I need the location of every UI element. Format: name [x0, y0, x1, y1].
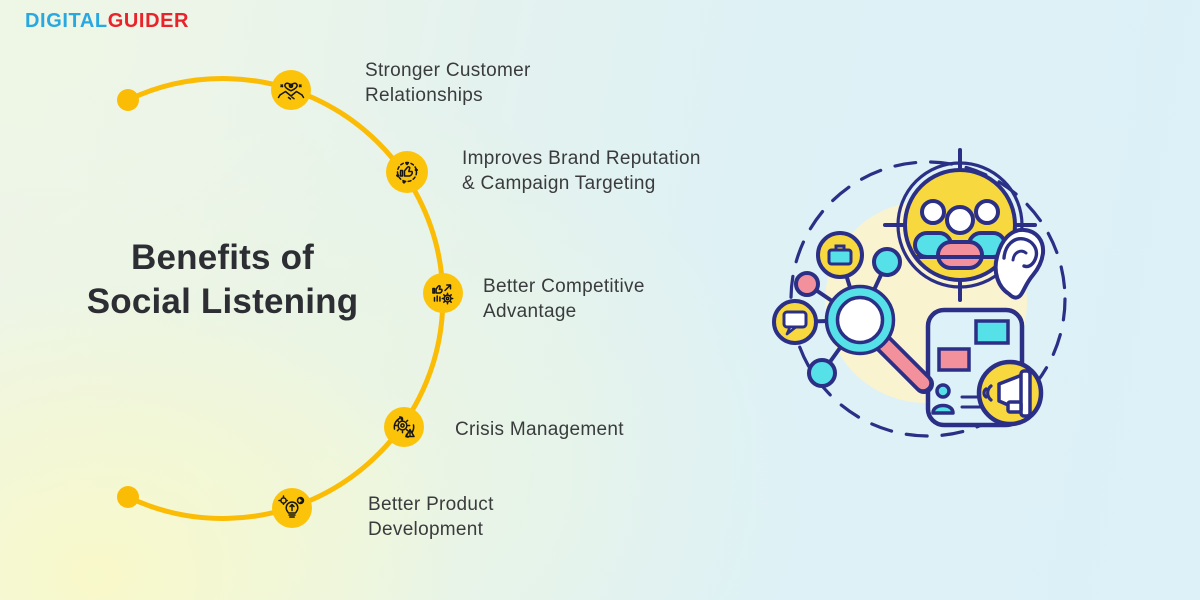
digitalguider-logo: DIGITALGUIDER [25, 10, 189, 33]
benefit-label-product-development: Better Product Development [368, 494, 494, 540]
logo-part-digital: DIGITAL [25, 10, 108, 32]
benefit-label-brand-reputation: Improves Brand Reputation & Campaign Tar… [462, 148, 701, 194]
logo-part-guider: GUIDER [107, 10, 190, 32]
benefit-label-crisis-management: Crisis Management [455, 419, 624, 440]
page-title: Benefits of Social Listening [86, 238, 359, 321]
benefit-label-competitive-advantage: Better Competitive Advantage [483, 276, 645, 322]
benefit-label-stronger-customer-relationships: Stronger Customer Relationships [365, 60, 531, 106]
